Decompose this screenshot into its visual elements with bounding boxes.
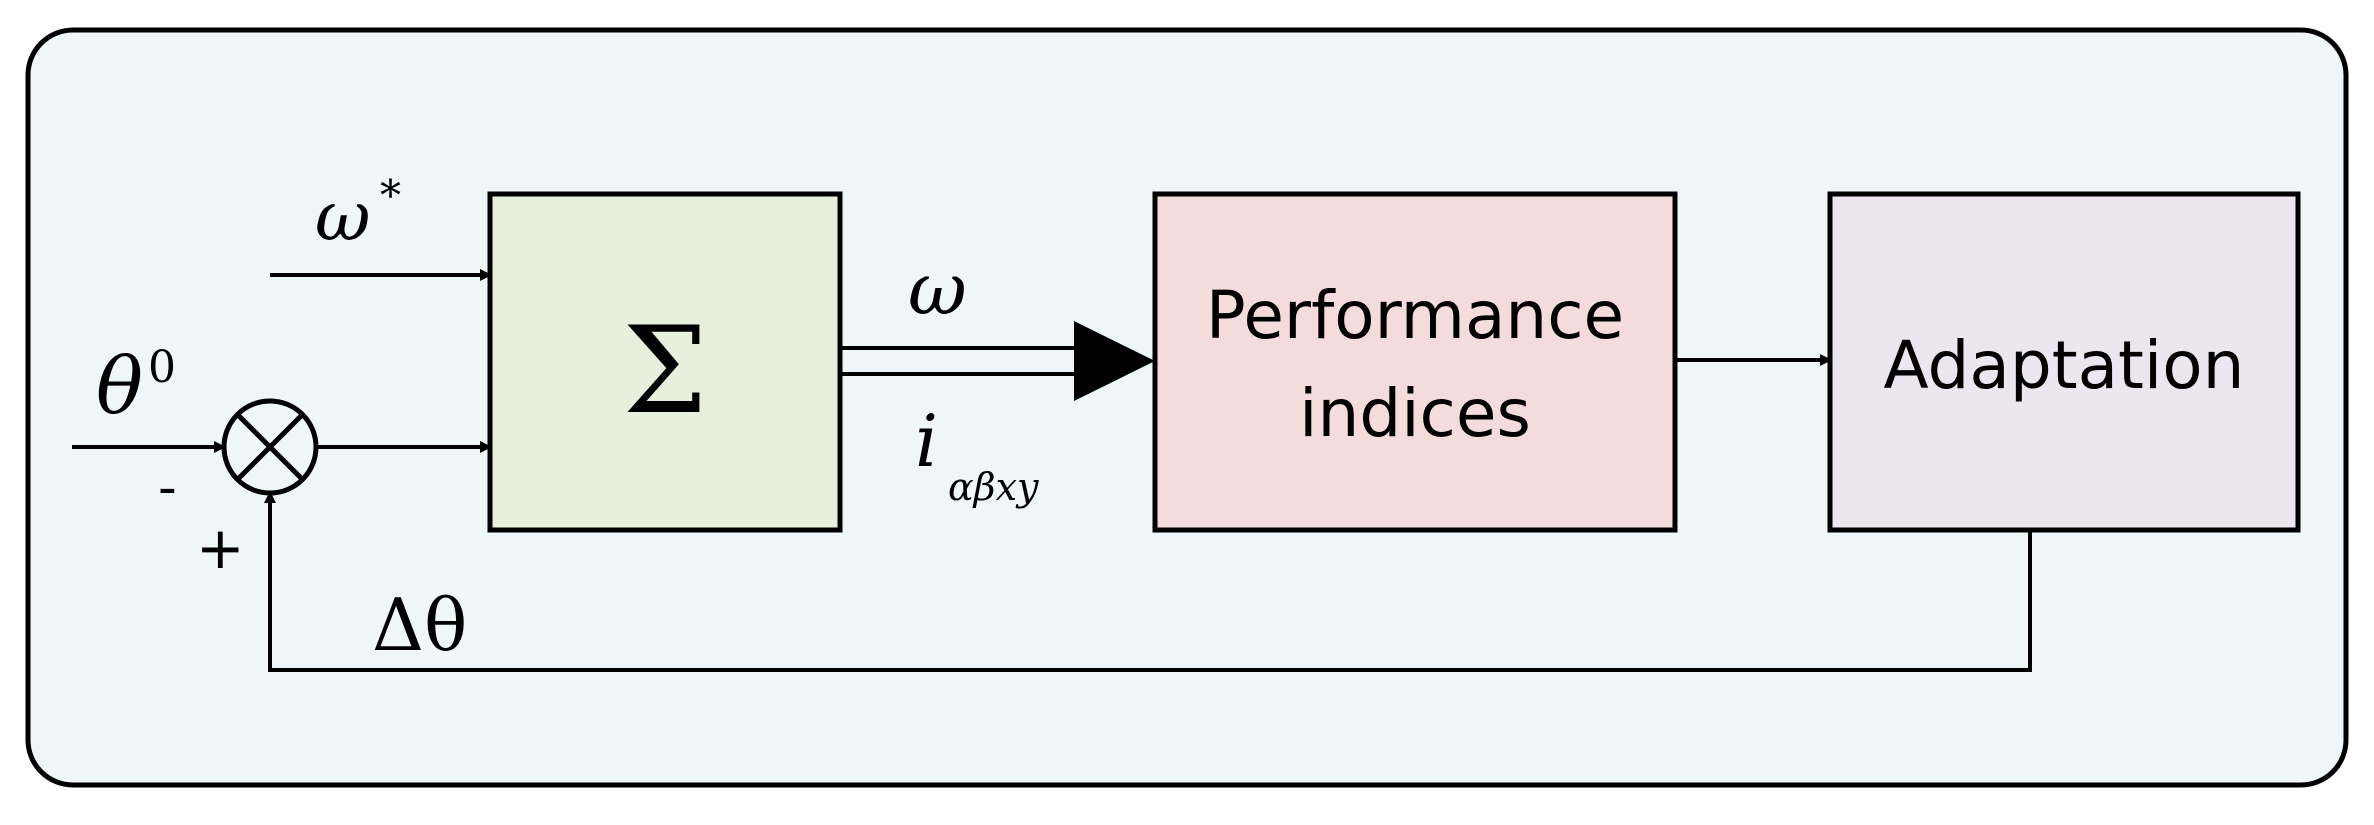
theta0-superscript: 0 bbox=[148, 342, 176, 393]
junction-plus-sign: + bbox=[196, 514, 245, 582]
adaptation-label: Adaptation bbox=[1884, 327, 2245, 404]
performance-indices-label-line2: indices bbox=[1299, 375, 1531, 452]
sum-block bbox=[487, 191, 843, 533]
performance-indices-block bbox=[1152, 191, 1678, 533]
performance-indices-label-line1: Performance bbox=[1206, 277, 1624, 354]
delta-theta-label: Δθ bbox=[372, 583, 467, 667]
current-signal-subscript: αβxy bbox=[948, 465, 1039, 509]
omega-signal-label: ω bbox=[908, 247, 967, 331]
adaptation-block bbox=[1827, 191, 2301, 533]
current-signal-symbol: i bbox=[915, 399, 938, 483]
delta-theta-feedback-line bbox=[264, 491, 2032, 672]
omega-star-symbol: ω bbox=[315, 178, 370, 257]
theta0-symbol: θ bbox=[96, 342, 143, 432]
sum-block-symbol: Σ bbox=[623, 302, 708, 441]
omega-star-superscript: * bbox=[380, 171, 401, 220]
sum-output-large-arrowhead bbox=[1074, 321, 1155, 401]
junction-minus-sign: - bbox=[158, 458, 177, 518]
